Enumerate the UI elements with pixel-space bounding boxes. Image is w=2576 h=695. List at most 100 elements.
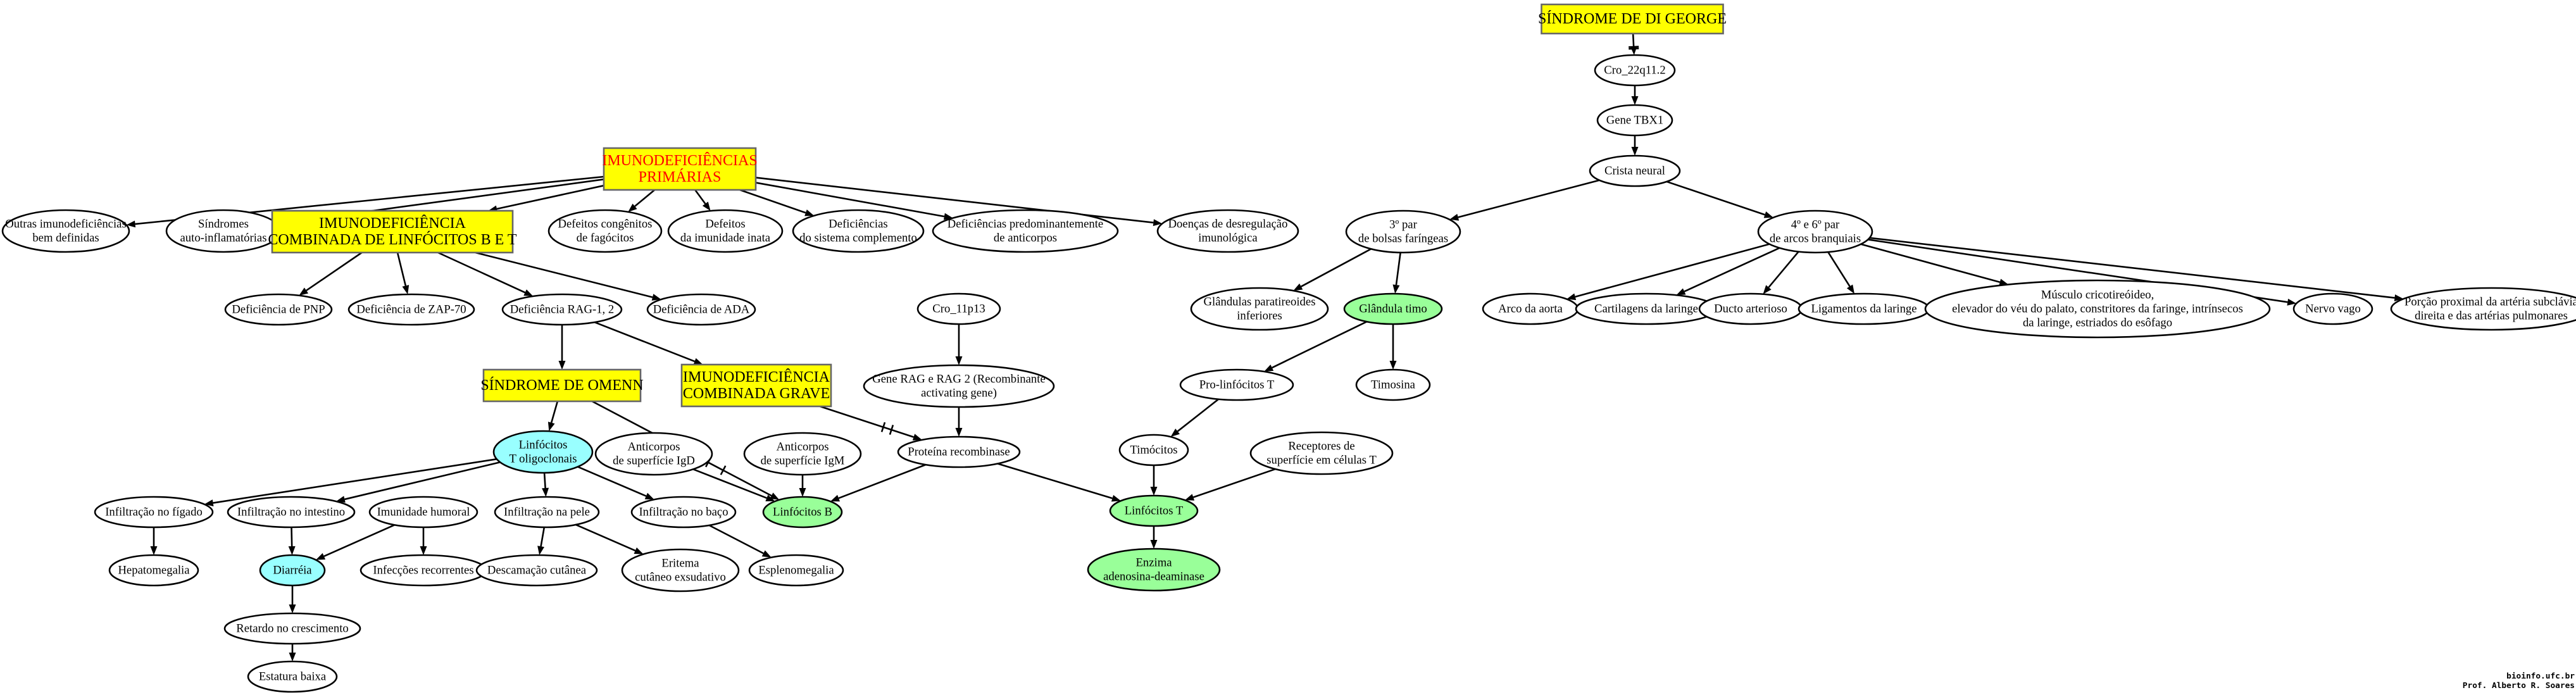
edge-idc-linfocitos-bt-to-deficiencia-ada [475,251,661,301]
node-label-line: Receptores de [1288,440,1354,453]
node-label-line: Enzima [1135,556,1172,570]
edge-arrowhead [420,546,427,555]
edge-arrowhead [955,428,963,437]
edge-arrowhead [288,546,296,556]
edge-glandula-timo-to-pro-linfocitos-t [1264,321,1367,372]
node-ellipse-shape [1,209,130,253]
edge-arrowhead [1111,494,1121,502]
node-label-line: Deficiência de ADA [653,303,750,316]
node-ellipse-shape [2292,292,2373,325]
edge-arrowhead [547,422,555,432]
node-sindrome-omenn: SÍNDROME DE OMENN [480,368,644,403]
edge-arrowhead [1676,288,1686,296]
node-label-line: T oligoclonais [509,453,577,466]
node-ligamentos-laringe: Ligamentos da laringe [1798,292,1930,325]
node-label-line: Nervo vago [2305,303,2361,316]
footer-author: Prof. Alberto R. Soares [2463,681,2575,691]
node-ellipse-shape [748,554,844,587]
edge-arrowhead [804,209,815,216]
edge-arrowhead [1150,487,1158,496]
edge-line [1632,33,1635,47]
node-ellipse-shape [1249,431,1394,475]
node-ellipse-shape [494,496,600,529]
edge-linfocitos-t-oligoclonais-to-infiltracao-pele [542,472,549,498]
node-ellipse-shape [492,430,594,474]
edge-arrowhead [1170,429,1180,437]
edge-line [577,466,647,497]
node-hepatomegalia: Hepatomegalia [108,554,199,587]
edge-receptores-superficie-to-linfocitos-t [1185,468,1276,501]
node-label-line: IMUNODEFICIÊNCIAS [602,153,757,169]
edge-arrowhead [523,289,534,297]
node-label-line: cutâneo exsudativo [635,571,726,584]
node-label-line: superfície em células T [1266,454,1377,467]
node-ellipse-shape [863,364,1055,408]
edge-line [1177,398,1219,432]
edge-arrowhead [702,201,711,211]
node-ellipse-shape [792,209,925,253]
node-label-line: Infiltração na pele [504,506,590,519]
node-gene-rag: Gene RAG e RAG 2 (Recombinanteactivating… [863,364,1055,408]
edge-line [306,251,363,292]
node-label-line: Imunidade humoral [377,506,470,519]
edge-arrowhead [644,492,654,500]
edge-crista-neural-to-quarto-sexto-par [1666,180,1773,218]
node-label-line: Anticorpos [627,441,680,454]
footer: bioinfo.ufc.br Prof. Alberto R. Soares [2463,672,2575,691]
edge-infiltracao-baco-to-esplenomegalia [708,524,772,558]
node-ellipse-shape [1924,279,2271,339]
node-ellipse-shape [762,496,843,529]
edge-linfocitos-t-oligoclonais-to-infiltracao-intestino [335,461,501,503]
node-label-line: Infecções recorrentes [373,564,473,577]
edge-arrowhead [299,287,309,296]
node-ellipse-shape [1343,292,1443,325]
node-nervo-vago: Nervo vago [2292,292,2373,325]
node-ellipse-shape [630,496,737,529]
edge-idc-linfocitos-bt-to-deficiencia-zap70 [396,252,410,295]
edge-line [437,251,526,294]
edge-line [820,405,914,438]
edge-arrowhead [912,434,922,441]
edge-arrowhead [1566,293,1577,301]
edge-arrowhead [542,487,549,498]
edge-quarto-sexto-par-to-porcao-proximal [1869,237,2404,302]
edge-line [475,251,653,298]
node-label-line: Esplenomegalia [758,564,834,577]
node-ellipse-shape [475,554,598,587]
node-label-line: Cro_11p13 [932,303,985,316]
node-label-line: Infiltração no intestino [237,506,345,519]
edge-imunodeficiencias-primarias-to-defeitos-imunidade-inata [694,189,711,211]
node-sindrome-di-george: SÍNDROME DE DI GEORGE [1538,3,1727,35]
node-box-shape [1541,3,1724,35]
edge-line [1827,251,1851,287]
edge-quarto-sexto-par-to-musculo-cricotireoideo [1860,243,2009,286]
edge-line [694,189,706,204]
node-label-line: Estatura baixa [259,670,327,684]
node-label-line: Crista neural [1604,165,1665,178]
node-infiltracao-figado: Infiltração no fígado [94,496,214,529]
edge-arrowhead [1389,361,1397,370]
edge-arrowhead [693,358,703,365]
node-label-line: inferiores [1237,310,1282,323]
edge-line [739,189,806,214]
edge-arrowhead [761,550,772,558]
node-gene-tbx1: Gene TBX1 [1596,104,1673,137]
edge-line [1575,243,1770,298]
node-timosina: Timosina [1355,368,1431,401]
node-ellipse-shape [1179,368,1294,401]
edge-arrowhead [628,203,637,212]
edge-arrowhead [1150,540,1158,549]
node-label-line: Infiltração no fígado [105,506,203,519]
node-label-line: Timócitos [1130,444,1177,457]
node-label-line: adenosina-deaminase [1103,570,1204,584]
edge-line [838,463,927,499]
node-ellipse-shape [1190,287,1329,331]
node-ellipse-shape [108,554,199,587]
edge-infiltracao-pele-to-descamacao-cutanea [537,527,546,556]
node-label-line: SÍNDROME DE OMENN [480,377,643,394]
edge-arrowhead [651,294,661,301]
node-ducto-arterioso: Ducto arterioso [1698,292,1803,325]
